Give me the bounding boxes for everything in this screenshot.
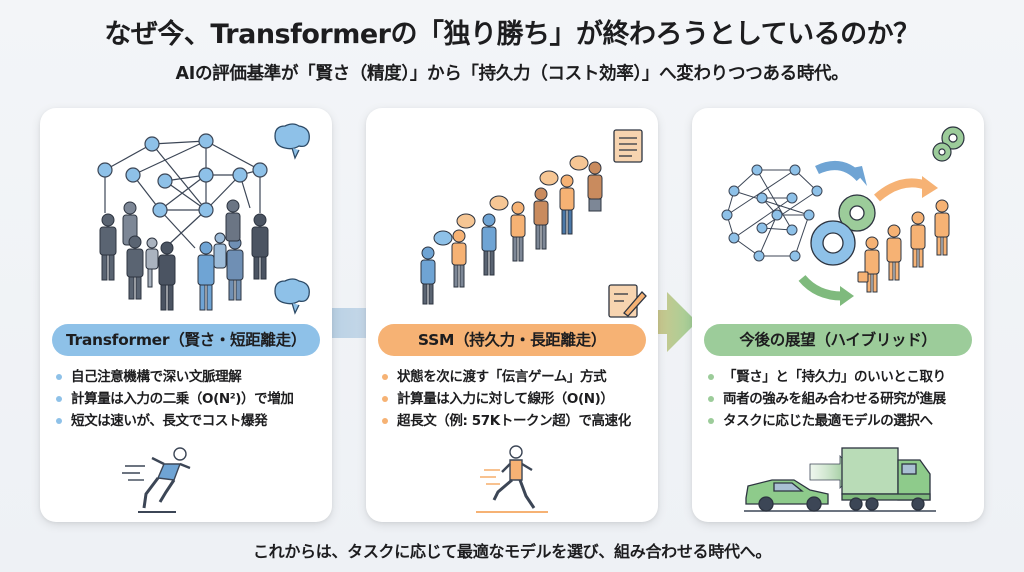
- bullet-list: 状態を次に渡す「伝言ゲーム」方式 計算量は入力に対して線形（O(N)） 超長文（…: [382, 366, 650, 432]
- card-label: Transformer（賢さ・短距離走）: [52, 324, 320, 356]
- gear-icon: [810, 220, 856, 266]
- telephone-game-illustration: [420, 129, 647, 318]
- bullet-dot: [382, 374, 388, 380]
- gear-icon: [838, 194, 876, 232]
- bullet-item: 短文は速いが、長文でコスト爆発: [56, 410, 324, 432]
- bullet-item: 計算量は入力の二乗（O(N²)）で増加: [56, 388, 324, 410]
- page-subtitle: AIの評価基準が「賢さ（精度）」から「持久力（コスト効率）」へ変わりつつある時代…: [175, 64, 849, 84]
- bullet-list: 「賢さ」と「持久力」のいいとこ取り 両者の強みを組み合わせる研究が進展 タスクに…: [708, 366, 976, 432]
- bullet-dot: [382, 396, 388, 402]
- car-icon: [745, 479, 829, 512]
- notepad-icon: [613, 129, 643, 163]
- bullet-dot: [708, 396, 714, 402]
- bullet-text: 「賢さ」と「持久力」のいいとこ取り: [723, 369, 946, 385]
- truck-icon: [841, 447, 931, 511]
- notepad-pencil-icon: [608, 284, 647, 318]
- card-hybrid: 今後の展望（ハイブリッド） 「賢さ」と「持久力」のいいとこ取り 両者の強みを組み…: [692, 108, 984, 522]
- brain-icon: [274, 278, 310, 315]
- card-ssm: SSM（持久力・長距離走） 状態を次に渡す「伝言ゲーム」方式 計算量は入力に対し…: [366, 108, 658, 522]
- bullet-text: 両者の強みを組み合わせる研究が進展: [723, 391, 946, 407]
- bullet-item: 「賢さ」と「持久力」のいいとこ取り: [708, 366, 976, 388]
- bullet-text: 計算量は入力の二乗（O(N²)）で増加: [71, 391, 294, 407]
- bullet-item: 計算量は入力に対して線形（O(N)）: [382, 388, 650, 410]
- network-gears-illustration: [721, 126, 965, 306]
- bullet-text: 自己注意機構で深い文脈理解: [71, 369, 242, 385]
- bullet-dot: [56, 418, 62, 424]
- bullet-text: タスクに応じた最適モデルの選択へ: [723, 413, 933, 429]
- card-label: 今後の展望（ハイブリッド）: [704, 324, 972, 356]
- page-title: なぜ今、Transformerの「独り勝ち」が終わろうとしているのか？: [104, 19, 920, 50]
- bullet-text: 超長文（例: 57Kトークン超）で高速化: [397, 413, 631, 429]
- bullet-item: 自己注意機構で深い文脈理解: [56, 366, 324, 388]
- bullet-item: 超長文（例: 57Kトークン超）で高速化: [382, 410, 650, 432]
- arrow-right-icon: [645, 292, 697, 352]
- bullet-text: 状態を次に渡す「伝言ゲーム」方式: [397, 369, 607, 385]
- bullet-item: タスクに応じた最適モデルの選択へ: [708, 410, 976, 432]
- bullet-dot: [708, 418, 714, 424]
- gears-icon: [932, 126, 965, 162]
- bullet-dot: [382, 418, 388, 424]
- sprinter-icon: [122, 447, 191, 513]
- bullet-list: 自己注意機構で深い文脈理解 計算量は入力の二乗（O(N²)）で増加 短文は速いが…: [56, 366, 324, 432]
- network-people-illustration: [97, 123, 310, 315]
- bullet-dot: [708, 374, 714, 380]
- card-transformer: Transformer（賢さ・短距離走） 自己注意機構で深い文脈理解 計算量は入…: [40, 108, 332, 522]
- bullet-dot: [56, 374, 62, 380]
- runner-icon: [476, 445, 548, 513]
- bullet-text: 短文は速いが、長文でコスト爆発: [71, 413, 268, 429]
- bullet-dot: [56, 396, 62, 402]
- card-label: SSM（持久力・長距離走）: [378, 324, 646, 356]
- bullet-item: 両者の強みを組み合わせる研究が進展: [708, 388, 976, 410]
- car-truck-icon: [744, 447, 936, 512]
- brain-icon: [274, 123, 310, 160]
- bullet-text: 計算量は入力に対して線形（O(N)）: [397, 391, 614, 407]
- footer-message: これからは、タスクに応じて最適なモデルを選び、組み合わせる時代へ。: [252, 542, 772, 561]
- bullet-item: 状態を次に渡す「伝言ゲーム」方式: [382, 366, 650, 388]
